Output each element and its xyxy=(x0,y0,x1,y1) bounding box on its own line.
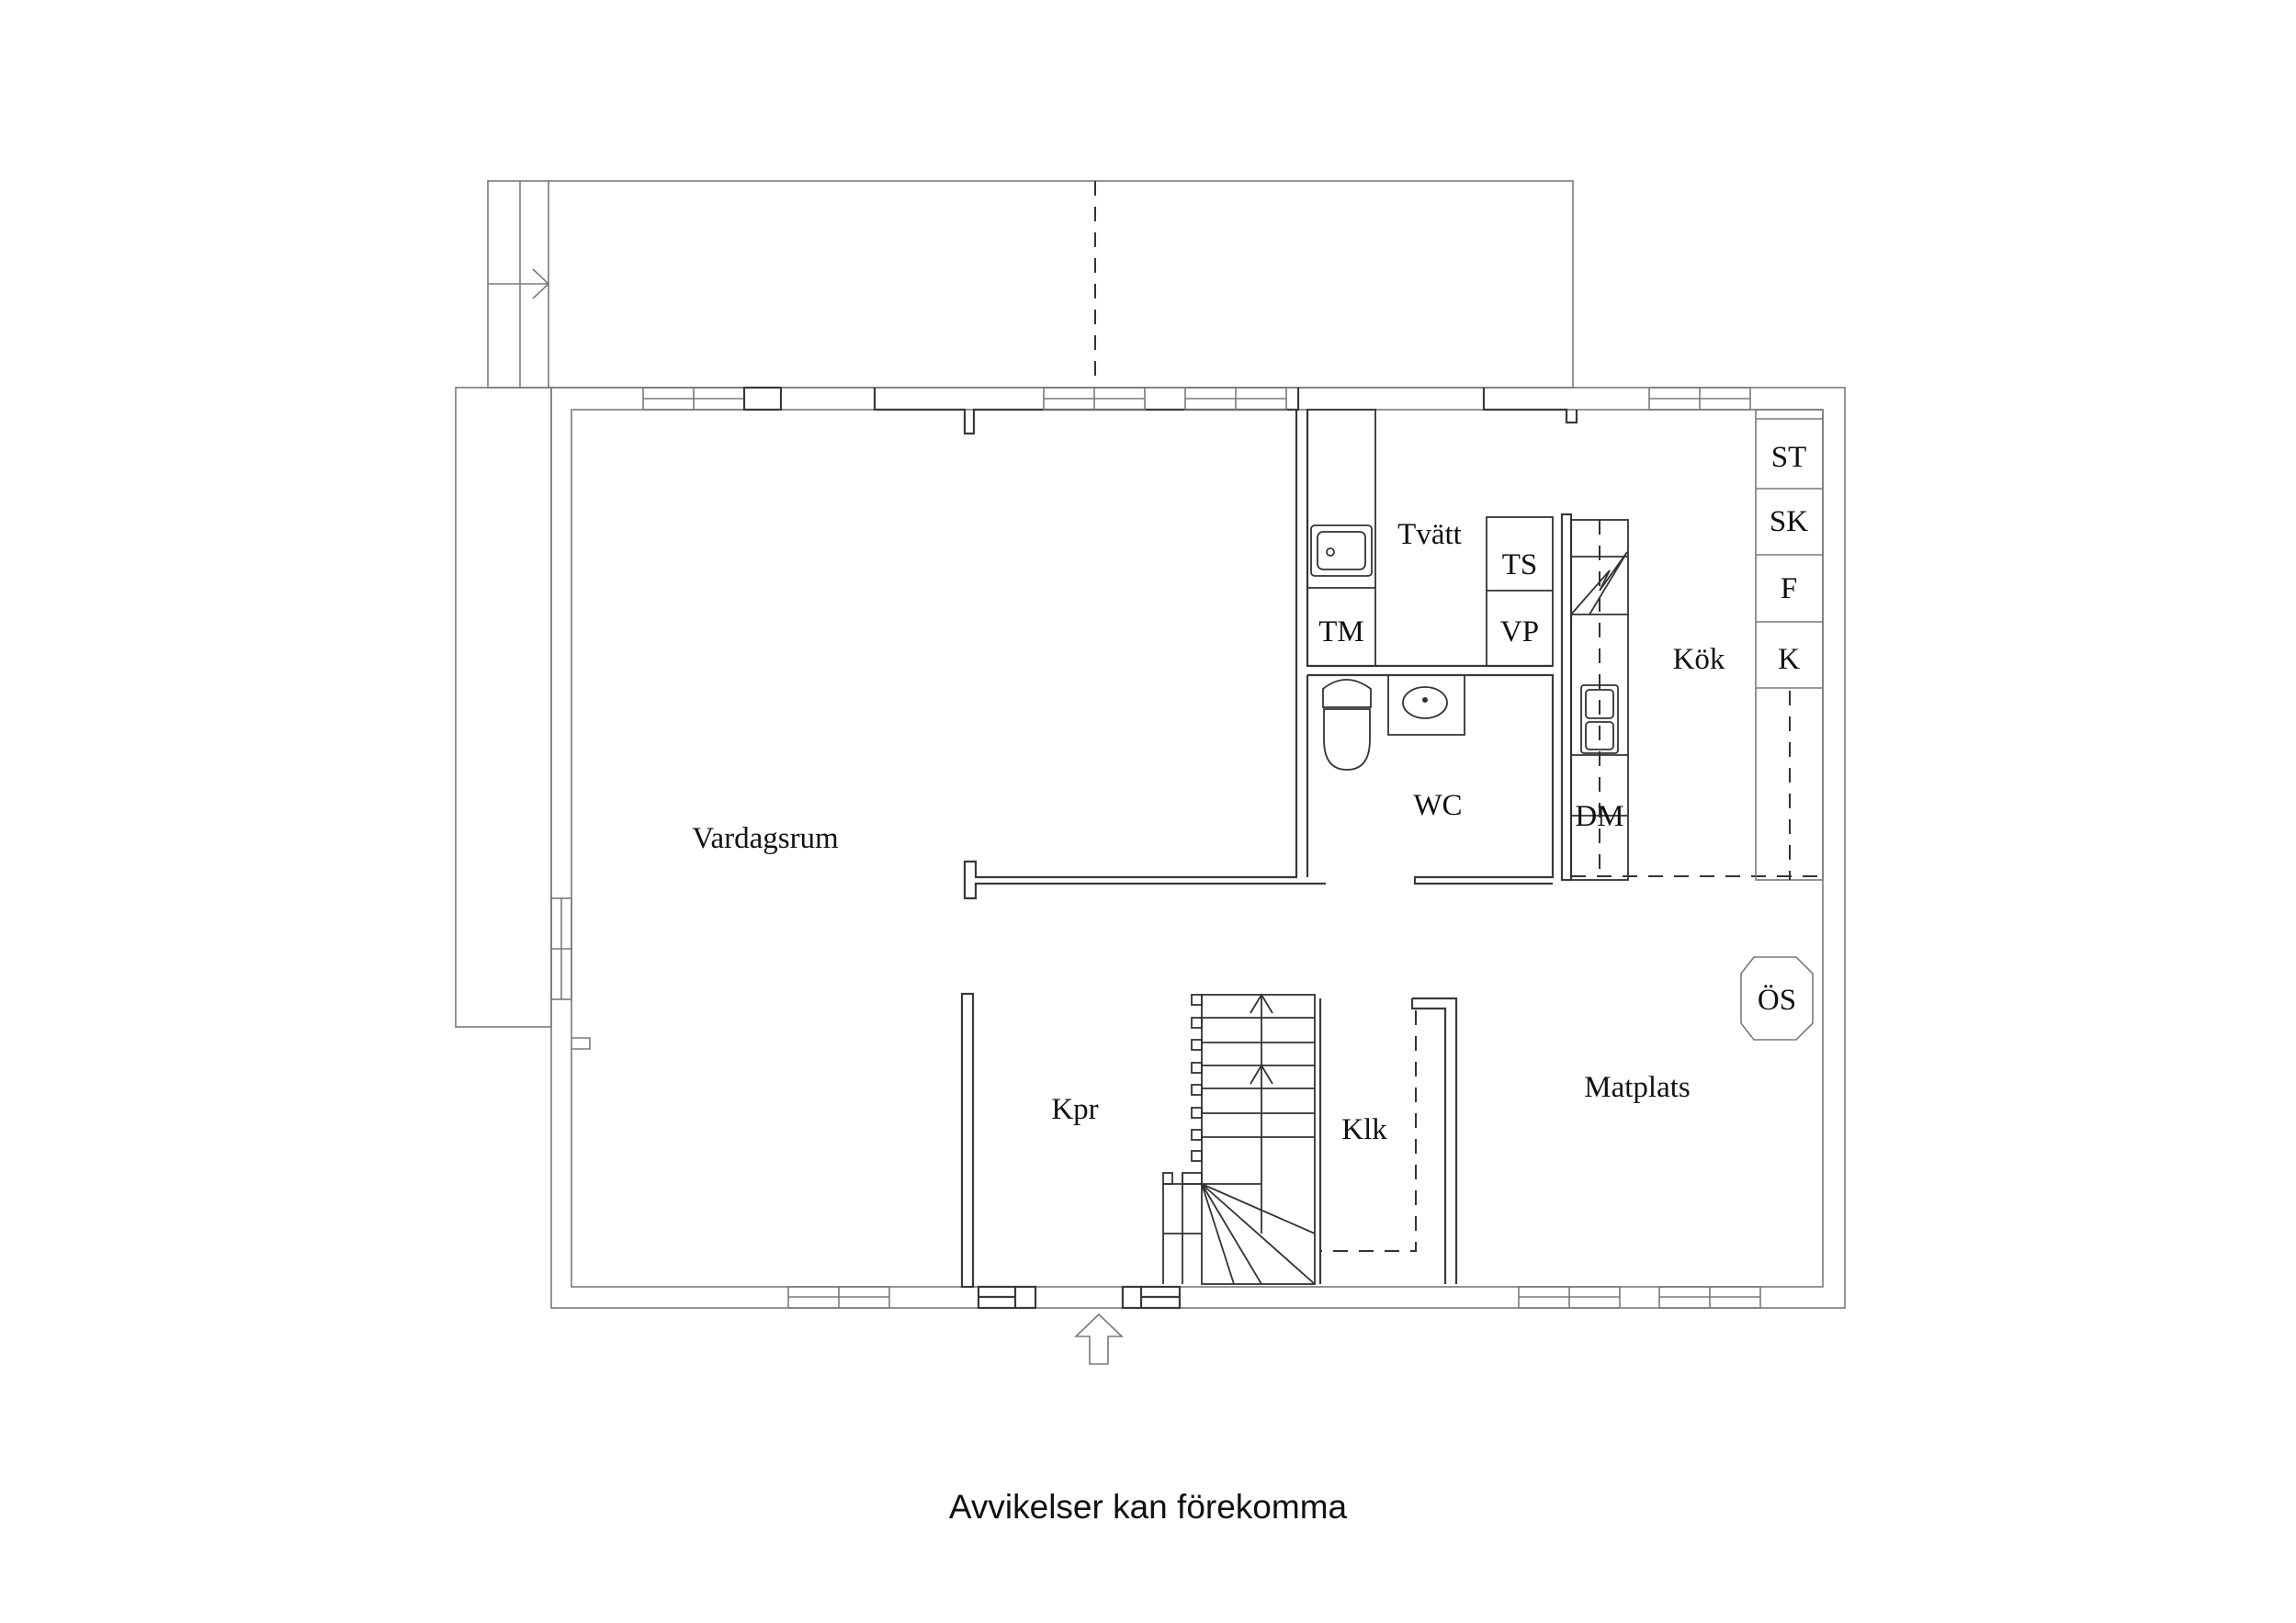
staircase xyxy=(1162,993,1316,1285)
room-label-matplats: Matplats xyxy=(1584,1071,1690,1104)
room-label-kok: Kök xyxy=(1673,643,1725,676)
appliance-label-os: ÖS xyxy=(1758,984,1796,1017)
disclaimer-caption: Avvikelser kan förekomma xyxy=(948,1488,1348,1526)
stove-break-icon xyxy=(1570,551,1628,615)
appliance-label-vp: VP xyxy=(1500,615,1539,648)
kitchen-island xyxy=(1560,513,1823,882)
interior-walls xyxy=(960,410,1555,1289)
room-label-kpr: Kpr xyxy=(1051,1093,1098,1126)
sink-icon xyxy=(1310,524,1373,577)
appliance-label-tm: TM xyxy=(1318,615,1364,648)
left-annex xyxy=(455,387,591,1050)
wc-fixtures xyxy=(1322,675,1465,771)
entrance-arrow-icon xyxy=(1074,1313,1124,1365)
balcony xyxy=(487,180,1574,389)
appliance-label-k: K xyxy=(1778,643,1800,676)
kitchen-cabinets xyxy=(1755,409,1824,881)
laundry-fixtures xyxy=(1306,409,1554,667)
room-label-klk: Klk xyxy=(1341,1113,1387,1146)
balcony-door-arrow-icon xyxy=(532,268,550,299)
appliance-label-st: ST xyxy=(1771,441,1807,474)
washbasin-icon xyxy=(1402,686,1448,719)
appliance-label-f: F xyxy=(1781,572,1797,605)
stair-direction-arrow-icon xyxy=(1250,993,1273,1014)
appliance-label-sk: SK xyxy=(1770,505,1808,538)
toilet-icon xyxy=(1322,679,1372,708)
fireplace-symbol xyxy=(1740,956,1814,1041)
room-label-wc: WC xyxy=(1413,789,1462,822)
appliance-label-dm: DM xyxy=(1575,800,1623,833)
room-label-vardagsrum: Vardagsrum xyxy=(692,822,839,855)
appliance-label-ts: TS xyxy=(1502,548,1538,581)
double-sink-icon xyxy=(1580,684,1619,754)
room-label-tvatt: Tvätt xyxy=(1397,518,1462,551)
